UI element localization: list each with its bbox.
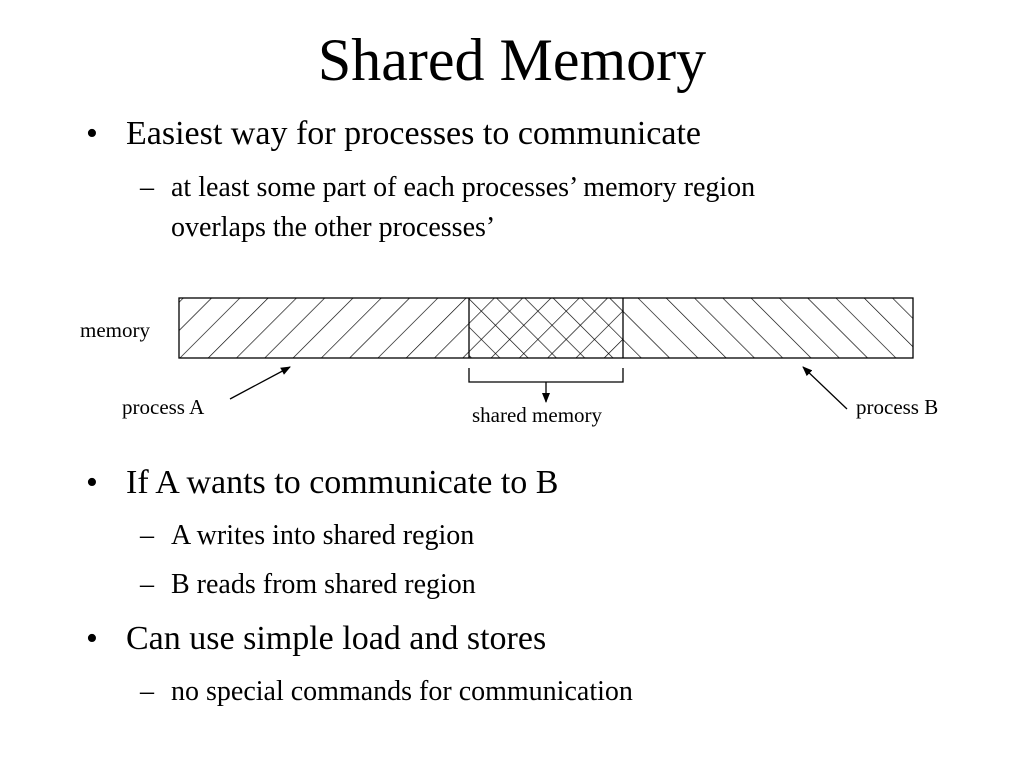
sub-bullet-mark: –	[140, 172, 154, 203]
shared-memory-label: shared memory	[472, 403, 603, 427]
memory-bar-outline	[178, 297, 914, 359]
bullet-text: If A wants to communicate to B	[126, 464, 559, 501]
sub-bullet-text: B reads from shared region	[171, 569, 476, 600]
bullet-text: Easiest way for processes to communicate	[126, 115, 701, 152]
sub-bullet-text: A writes into shared region	[171, 520, 475, 551]
bullet-text: Can use simple load and stores	[126, 620, 547, 657]
sub-bullet-text: overlaps the other processes’	[171, 212, 496, 243]
memory-label: memory	[80, 318, 150, 342]
sub-bullet-text: at least some part of each processes’ me…	[171, 172, 756, 203]
sub-bullet-mark: –	[140, 520, 154, 551]
process-a-arrow	[229, 366, 291, 400]
bullet-mark: •	[86, 115, 98, 152]
sub-bullet-text: no special commands for communication	[171, 676, 633, 707]
slide-title: Shared Memory	[317, 27, 707, 93]
shared-bracket	[468, 368, 624, 383]
process-a-region	[179, 298, 469, 358]
process-b-region	[623, 298, 913, 358]
process-b-label: process B	[856, 395, 939, 419]
sub-bullet-mark: –	[140, 569, 154, 600]
process-a-label: process A	[122, 395, 205, 419]
bullet-mark: •	[86, 620, 98, 657]
process-b-arrow	[802, 366, 848, 410]
sub-bullet-mark: –	[140, 676, 154, 707]
bullet-mark: •	[86, 464, 98, 501]
